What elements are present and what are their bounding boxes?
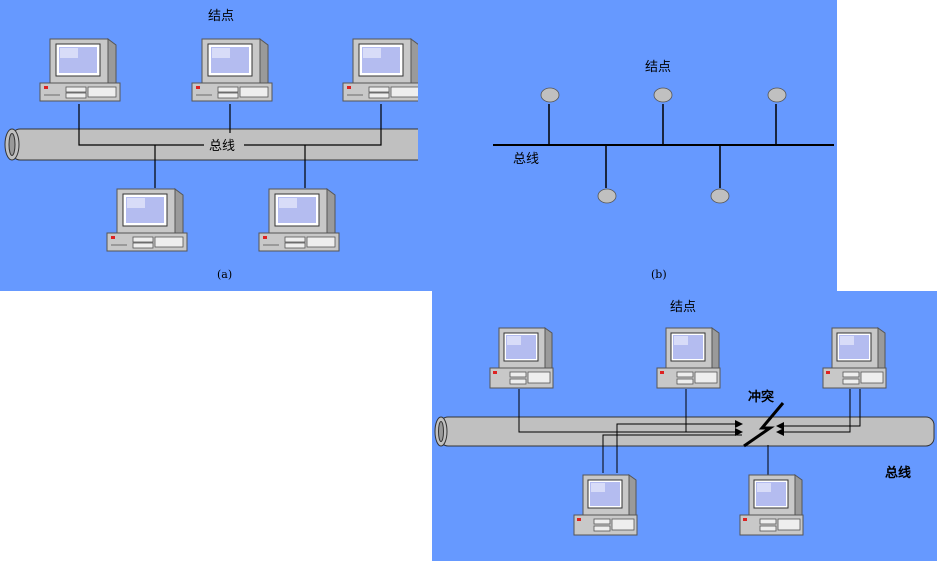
panel-a: 结点 总线 (a) (0, 0, 453, 291)
panel-b-node-3 (767, 87, 787, 145)
panel-c-computer-1 (489, 327, 554, 389)
panel-c-computer-2 (656, 327, 721, 389)
panel-c-computer-5 (739, 474, 804, 536)
panel-c-computer-3 (822, 327, 887, 389)
panel-a-caption: (a) (217, 268, 232, 281)
panel-a-computer-1 (39, 38, 121, 102)
panel-b-node-4 (597, 145, 617, 204)
panel-a-computer-3 (342, 38, 424, 102)
panel-c-node-label: 结点 (670, 300, 696, 315)
panel-a-computer-4 (106, 188, 188, 252)
panel-a-computer-2 (191, 38, 273, 102)
panel-b: 结点 总线 (b) (418, 0, 837, 291)
panel-b-node-label: 结点 (645, 60, 671, 75)
panel-b-node-5 (710, 145, 730, 204)
panel-a-computer-5 (258, 188, 340, 252)
panel-c-computer-4 (573, 474, 638, 536)
panel-c-signal-paths (518, 389, 861, 475)
panel-b-bus-label: 总线 (513, 152, 539, 167)
panel-c-collision-label: 冲突 (748, 389, 774, 405)
panel-a-bus-label: 总线 (209, 139, 235, 154)
panel-c-bus-label: 总线 (885, 465, 911, 481)
collision-icon (743, 402, 785, 448)
panel-b-caption: (b) (651, 268, 667, 281)
panel-a-node-label: 结点 (208, 9, 234, 24)
panel-b-node-2 (653, 87, 673, 145)
panel-c: 结点 冲突 总线 (432, 291, 937, 561)
panel-b-node-1 (540, 87, 560, 145)
